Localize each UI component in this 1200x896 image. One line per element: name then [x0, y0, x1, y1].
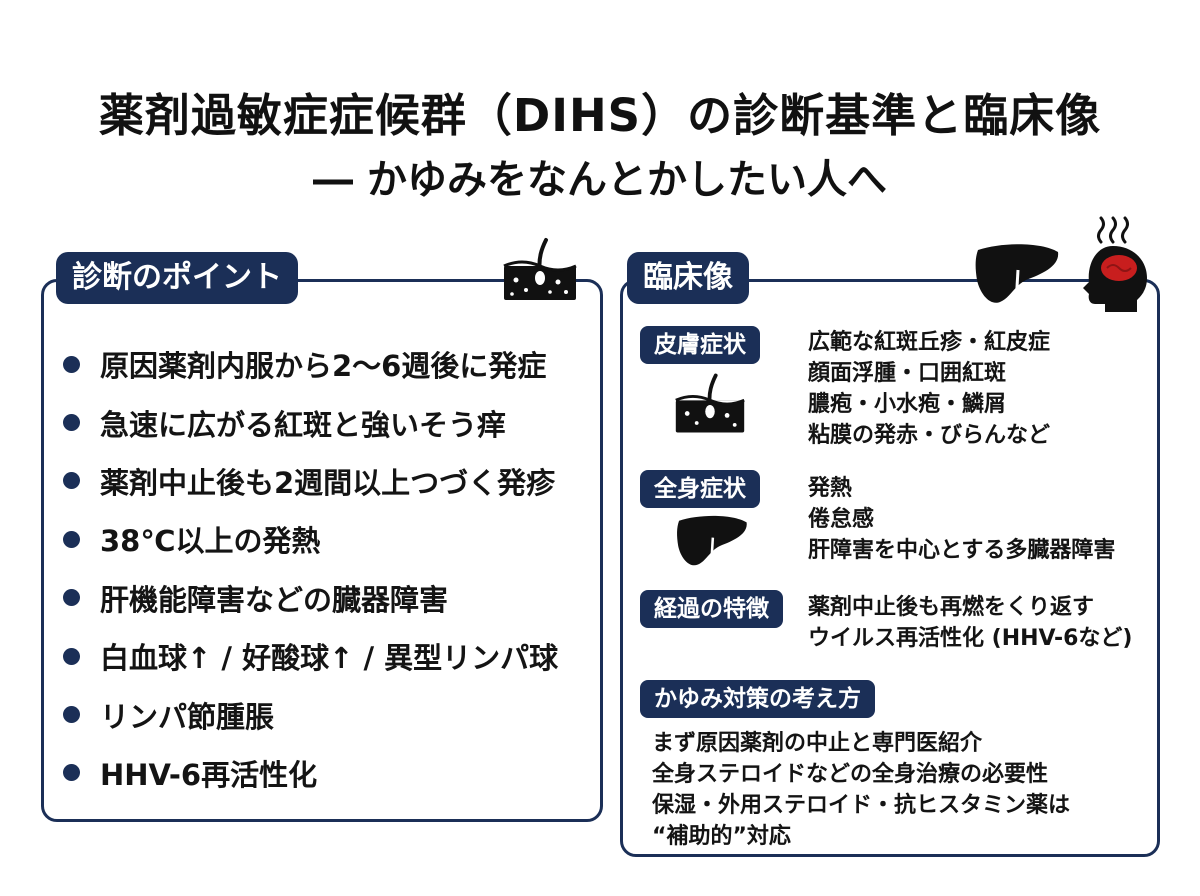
- bullet-dot: [63, 647, 80, 665]
- list-item: HHV-6再活性化: [63, 744, 558, 802]
- itch-management-label: かゆみ対策の考え方: [640, 680, 875, 718]
- skin-layer-icon: [503, 238, 577, 300]
- skin-symptoms-label: 皮膚症状: [640, 326, 760, 364]
- list-item: 薬剤中止後も2週間以上つづく発疹: [63, 452, 558, 510]
- bullet-dot: [63, 530, 80, 548]
- title-line-2: ― かゆみをなんとかしたい人へ: [313, 157, 887, 203]
- itch-management-text: まず原因薬剤の中止と専門医紹介 全身ステロイドなどの全身治療の必要性 保湿・外用…: [652, 731, 1071, 849]
- page-title: 薬剤過敏症症候群（DIHS）の診断基準と臨床像 ― かゆみをなんとかしたい人へ: [0, 86, 1200, 210]
- systemic-symptoms-text: 発熱 倦怠感 肝障害を中心とする多臓器障害: [808, 476, 1116, 563]
- list-item: 原因薬剤内服から2〜6週後に発症: [63, 335, 558, 393]
- course-features-text: 薬剤中止後も再燃をくり返す ウイルス再活性化 (HHV-6など): [808, 595, 1133, 651]
- title-line-1: 薬剤過敏症症候群（DIHS）の診断基準と臨床像: [98, 89, 1102, 142]
- clinical-heading: 臨床像: [627, 252, 749, 304]
- diagnosis-panel: [41, 279, 603, 822]
- clinical-panel: [620, 279, 1160, 857]
- systemic-symptoms-label: 全身症状: [640, 470, 760, 508]
- bullet-dot: [63, 589, 80, 607]
- fever-head-icon: [1083, 216, 1147, 312]
- list-item: 急速に広がる紅斑と強いそう痒: [63, 393, 558, 451]
- bullet-dot: [63, 355, 80, 373]
- liver-icon: [975, 244, 1059, 305]
- bullet-dot: [63, 472, 80, 490]
- list-item: リンパ節腫脹: [63, 685, 558, 743]
- bullet-dot: [63, 706, 80, 724]
- skin-symptoms-text: 広範な紅斑丘疹・紅皮症 顔面浮腫・口囲紅斑 膿疱・小水疱・鱗屑 粘膜の発赤・びら…: [808, 330, 1051, 448]
- course-features-label: 経過の特徴: [640, 590, 783, 628]
- bullet-dot: [63, 414, 80, 432]
- list-item: 肝機能障害などの臓器障害: [63, 569, 558, 627]
- bullet-dot: [63, 764, 80, 782]
- liver-icon: [677, 515, 747, 567]
- diagnosis-heading: 診断のポイント: [56, 252, 298, 304]
- list-item: 白血球↑ / 好酸球↑ / 異型リンパ球: [63, 627, 558, 685]
- skin-layer-icon: [675, 373, 745, 433]
- diagnosis-points: 原因薬剤内服から2〜6週後に発症 急速に広がる紅斑と強いそう痒 薬剤中止後も2週…: [63, 335, 558, 802]
- list-item: 38℃以上の発熱: [63, 510, 558, 568]
